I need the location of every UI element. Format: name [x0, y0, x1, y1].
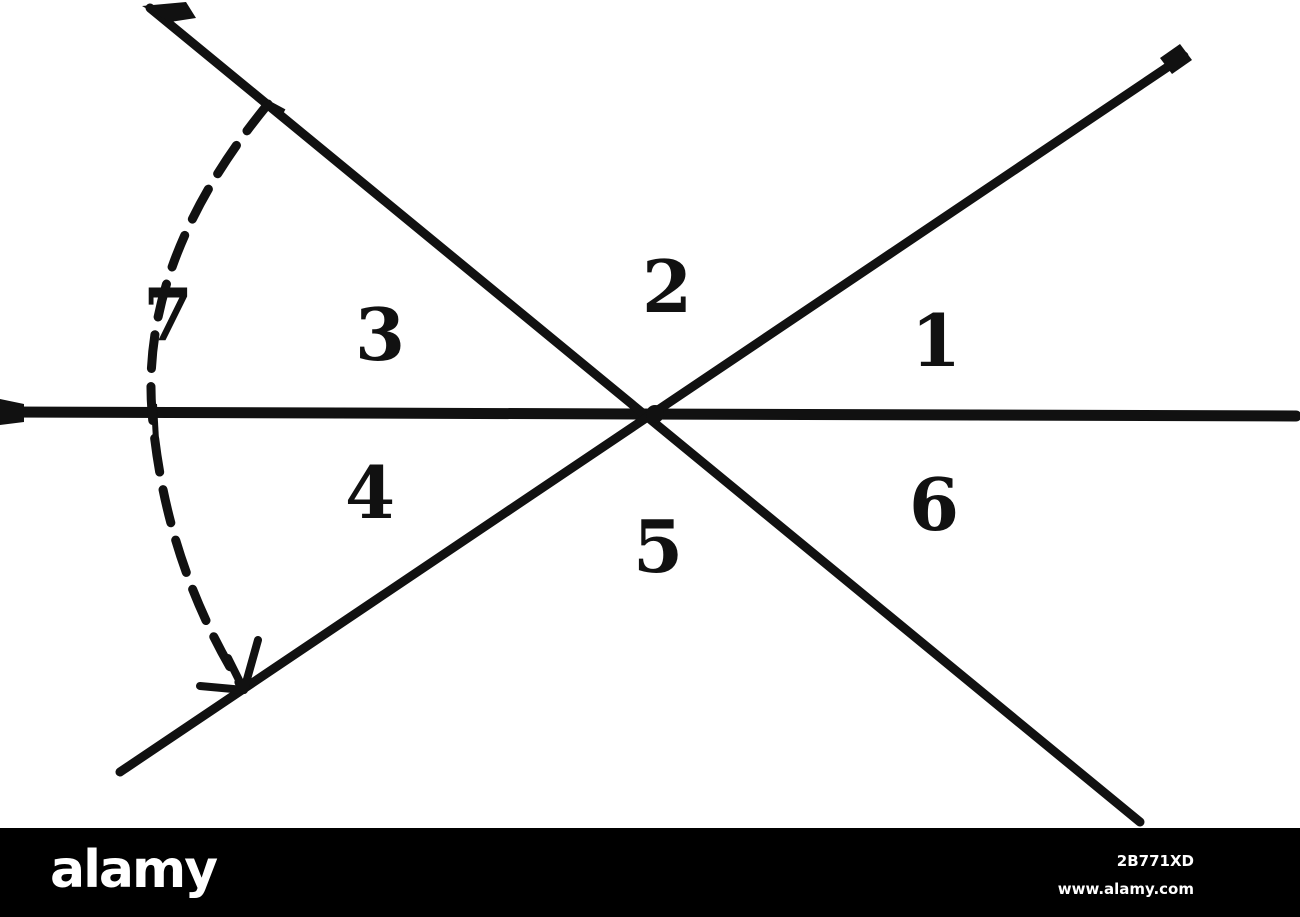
angle-label-1: 1	[911, 298, 961, 383]
angle-label-7: 7	[143, 272, 193, 357]
intersection-point	[646, 405, 664, 423]
arc-arrowhead	[196, 636, 262, 694]
site-url: www.alamy.com	[1057, 880, 1194, 898]
angle-label-2: 2	[642, 244, 692, 329]
angle-label-3: 3	[355, 292, 405, 377]
horizontal-line-left-tip	[0, 399, 24, 425]
angle-label-5: 5	[633, 504, 683, 589]
angle-label-4: 4	[345, 450, 395, 535]
watermark-footer: alamy 2B771XD www.alamy.com	[0, 828, 1300, 917]
dashed-angle-arc	[146, 99, 273, 689]
descending-diagonal-tip	[142, 2, 196, 22]
intersecting-lines-diagram: 1 2 3 4 5 6 7	[0, 2, 1300, 827]
angle-label-6: 6	[909, 462, 959, 547]
ascending-diagonal-tip	[1160, 44, 1192, 74]
brand-logo: alamy	[50, 840, 218, 900]
image-id: 2B771XD	[1116, 852, 1194, 870]
